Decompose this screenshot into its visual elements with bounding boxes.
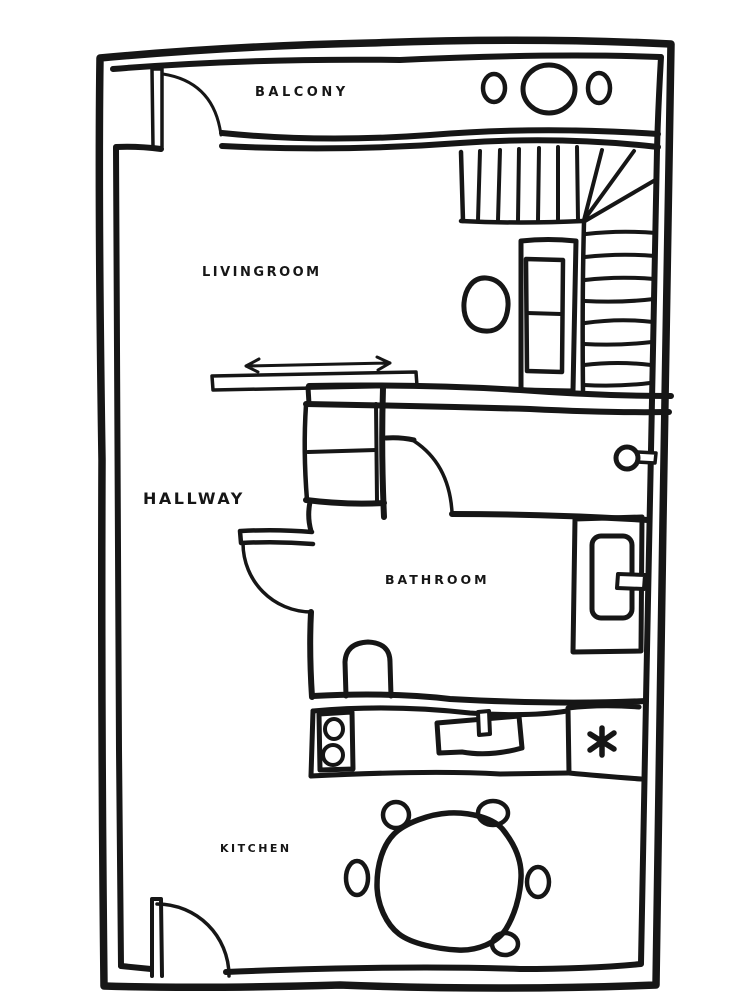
chair-left bbox=[343, 858, 371, 898]
counter-top-edge bbox=[310, 705, 570, 718]
sliding-direction-arrow bbox=[244, 355, 392, 374]
couch-outline bbox=[518, 237, 579, 394]
left-wall-stub bbox=[113, 143, 164, 152]
bathroom-west-wall bbox=[379, 385, 387, 520]
kitchen-label: KITCHEN bbox=[220, 842, 292, 855]
hallway-wall-piece bbox=[237, 527, 316, 547]
balcony-door-leaf bbox=[150, 67, 164, 149]
livingroom: LIVINGROOM bbox=[202, 237, 674, 416]
stairs-left-edge bbox=[458, 149, 466, 224]
couch bbox=[518, 237, 579, 394]
bathroom-door-leaf bbox=[383, 435, 417, 443]
balcony-label: BALCONY bbox=[255, 85, 349, 100]
couch-seat bbox=[523, 256, 566, 375]
bathroom-south-wall bbox=[310, 691, 649, 706]
wardrobe bbox=[302, 402, 387, 507]
dining-set bbox=[343, 798, 552, 958]
freezer-asterisk-icon bbox=[587, 725, 617, 758]
balcony-plants bbox=[480, 62, 613, 116]
shower bbox=[570, 514, 647, 655]
kitchen-door-swing-arc bbox=[155, 902, 231, 978]
hallway-door-swing-arc bbox=[241, 541, 314, 614]
shower-ledge bbox=[615, 572, 647, 591]
chair-right bbox=[524, 864, 552, 900]
balcony: BALCONY bbox=[150, 62, 661, 152]
livingroom-south-wall-bottom-line bbox=[303, 401, 672, 416]
staircase bbox=[458, 145, 659, 394]
stairs-right-run-left-edge bbox=[580, 219, 587, 394]
stove-outline bbox=[316, 709, 356, 773]
sink bbox=[434, 709, 525, 757]
knob-circle bbox=[613, 444, 641, 472]
kitchen-door-leaf bbox=[150, 897, 164, 978]
toilet bbox=[342, 639, 394, 699]
hallway-bathroom-wall-lower bbox=[307, 609, 315, 700]
inner-wall-bottom-left bbox=[118, 963, 154, 972]
livingroom-south-wall-top-line bbox=[306, 382, 674, 399]
kitchen-counter bbox=[308, 703, 644, 782]
wardrobe-bottom-edge bbox=[303, 497, 387, 507]
kitchen-entry-door bbox=[150, 897, 231, 978]
stairs-top-run-treads bbox=[476, 145, 580, 222]
kitchen: KITCHEN bbox=[150, 703, 644, 978]
hallway-wall-connector bbox=[306, 499, 314, 534]
stove-burner-top bbox=[323, 717, 345, 741]
stairs-right-run-treads bbox=[582, 229, 658, 388]
freezer-box bbox=[565, 703, 644, 782]
entry-door-knob bbox=[613, 444, 658, 472]
counter-left-edge bbox=[308, 708, 316, 779]
chair-bottom bbox=[489, 930, 521, 958]
walls bbox=[95, 36, 675, 992]
stove-burner-bottom bbox=[321, 743, 345, 767]
bathroom-door-swing-arc bbox=[412, 439, 454, 514]
plant-pot-small-right bbox=[585, 70, 613, 106]
couch-cushion-divider bbox=[525, 311, 563, 316]
plant-pot-large bbox=[520, 62, 578, 116]
balcony-wall-inner-line bbox=[219, 137, 661, 152]
inner-wall-right bbox=[638, 54, 664, 966]
wardrobe-left-edge bbox=[302, 402, 310, 503]
coffee-table bbox=[461, 275, 511, 334]
wardrobe-right-edge bbox=[374, 402, 379, 503]
outer-wall bbox=[95, 36, 675, 992]
balcony-door bbox=[150, 67, 223, 149]
chair-top-right bbox=[475, 798, 511, 828]
counter-bottom-edge bbox=[308, 769, 571, 779]
inner-wall-top bbox=[110, 52, 663, 72]
bathroom: BATHROOM bbox=[310, 435, 658, 706]
livingroom-south-wall-stub bbox=[305, 384, 312, 407]
sink-basin bbox=[434, 713, 525, 757]
bathroom-label: BATHROOM bbox=[385, 572, 490, 587]
stove bbox=[316, 709, 356, 773]
livingroom-label: LIVINGROOM bbox=[202, 265, 322, 280]
inner-wall-bottom-right bbox=[223, 961, 644, 975]
stairs-winder-treads bbox=[582, 148, 659, 223]
balcony-wall-outer-line bbox=[219, 127, 661, 142]
chair-top-left bbox=[380, 799, 412, 831]
hallway-label: HALLWAY bbox=[143, 489, 245, 508]
sink-faucet bbox=[476, 709, 492, 737]
shower-outline bbox=[570, 514, 645, 655]
hallway: HALLWAY bbox=[143, 385, 387, 700]
inner-wall-left bbox=[113, 145, 124, 969]
stairs-top-run-bottom-edge bbox=[458, 218, 586, 225]
balcony-door-swing-arc bbox=[161, 72, 223, 137]
plant-pot-small-left bbox=[480, 71, 508, 105]
wardrobe-divider bbox=[306, 448, 378, 454]
dining-table bbox=[374, 810, 524, 953]
